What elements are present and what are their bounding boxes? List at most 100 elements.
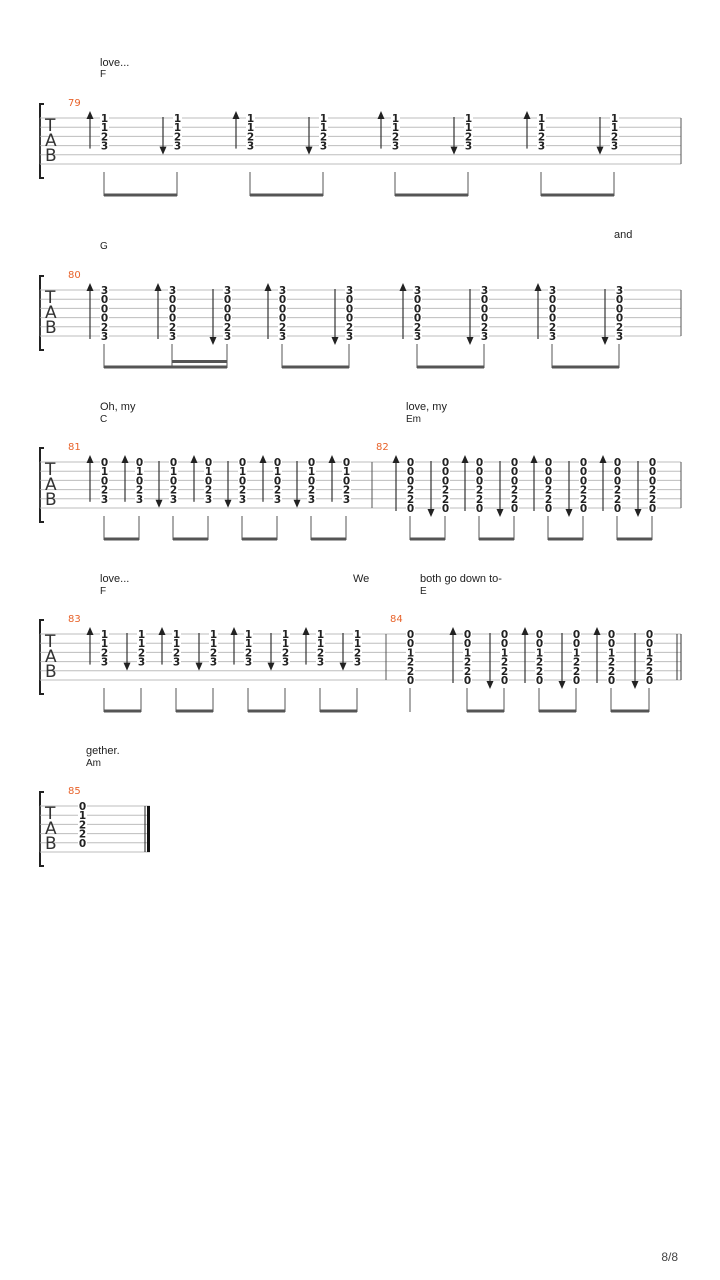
fret-bg xyxy=(273,493,282,504)
fret-number: 2 xyxy=(580,494,587,506)
fret-number: 3 xyxy=(317,657,324,669)
fret-bg xyxy=(345,321,354,332)
fret-number: 3 xyxy=(549,285,556,297)
strum-up-arrow xyxy=(399,283,407,291)
fret-number: 2 xyxy=(308,485,315,497)
fret-number: 1 xyxy=(101,113,108,125)
fret-number: 0 xyxy=(545,503,552,515)
fret-bg xyxy=(100,294,109,305)
fret-number: 2 xyxy=(476,494,483,506)
rhythm-beam xyxy=(552,365,619,369)
fret-number: 3 xyxy=(308,494,315,506)
fret-bg xyxy=(610,113,619,123)
fret-bg xyxy=(607,656,616,667)
fret-number: 1 xyxy=(274,466,281,478)
fret-number: 0 xyxy=(274,457,281,469)
fret-bg xyxy=(209,647,218,658)
fret-bg xyxy=(246,113,255,123)
fret-bg xyxy=(345,285,354,295)
fret-bg xyxy=(169,484,178,495)
fret-number: 0 xyxy=(481,303,488,315)
fret-bg xyxy=(273,466,282,477)
fret-bg xyxy=(413,294,422,305)
fret-number: 1 xyxy=(392,113,399,125)
lyric-80-and: and xyxy=(614,229,633,241)
fret-bg xyxy=(278,321,287,332)
fret-bg xyxy=(168,285,177,295)
strum-down-arrow xyxy=(496,509,504,517)
fret-bg xyxy=(648,457,657,467)
fret-number: 3 xyxy=(247,141,254,153)
fret-number: 3 xyxy=(224,331,231,343)
fret-bg xyxy=(172,647,181,658)
fret-bg xyxy=(319,122,328,133)
rhythm-beam xyxy=(395,193,468,197)
fret-number: 0 xyxy=(511,466,518,478)
fret-number: 0 xyxy=(205,457,212,469)
fret-bg xyxy=(548,321,557,332)
fret-number: 3 xyxy=(239,494,246,506)
fret-bg xyxy=(613,503,622,513)
fret-bg xyxy=(278,331,287,341)
strum-up-arrow xyxy=(264,283,272,291)
fret-bg xyxy=(406,484,415,495)
fret-bg xyxy=(615,321,624,332)
fret-bg xyxy=(168,331,177,341)
fret-bg xyxy=(413,312,422,323)
strum-up-arrow xyxy=(449,627,457,635)
lyric-83-we: We xyxy=(353,573,370,585)
fret-number: 0 xyxy=(536,629,543,641)
fret-bg xyxy=(238,466,247,477)
fret-bg xyxy=(278,312,287,323)
fret-number: 2 xyxy=(573,666,580,678)
fret-number: 0 xyxy=(536,638,543,650)
rhythm-beam xyxy=(417,365,484,369)
fret-bg xyxy=(281,647,290,658)
fret-bg xyxy=(535,629,544,639)
strum-up-arrow xyxy=(121,455,129,463)
strum-up-arrow xyxy=(530,455,538,463)
fret-number: 3 xyxy=(245,657,252,669)
fret-bg xyxy=(607,675,616,685)
fret-number: 1 xyxy=(608,647,615,659)
fret-number: 0 xyxy=(414,303,421,315)
fret-bg xyxy=(572,647,581,658)
fret-bg xyxy=(244,638,253,649)
strum-down-arrow xyxy=(558,681,566,689)
fret-number: 1 xyxy=(320,113,327,125)
fret-bg xyxy=(480,331,489,341)
fret-bg xyxy=(645,665,654,676)
fret-number: 3 xyxy=(169,285,176,297)
fret-number: 2 xyxy=(501,657,508,669)
fret-bg xyxy=(535,675,544,685)
fret-bg xyxy=(500,629,509,639)
fret-number: 3 xyxy=(173,657,180,669)
rhythm-beam xyxy=(282,365,349,369)
fret-bg xyxy=(319,140,328,151)
strum-down-arrow xyxy=(596,146,604,155)
fret-number: 0 xyxy=(545,466,552,478)
fret-number: 2 xyxy=(407,657,414,669)
fret-bg xyxy=(406,638,415,649)
fret-number: 0 xyxy=(614,475,621,487)
fret-number: 0 xyxy=(580,475,587,487)
fret-bg xyxy=(413,331,422,341)
fret-number: 3 xyxy=(346,331,353,343)
fret-bg xyxy=(544,457,553,467)
fret-bg xyxy=(278,294,287,305)
fret-bg xyxy=(645,656,654,667)
fret-number: 1 xyxy=(354,638,361,650)
strum-up-arrow xyxy=(593,627,601,635)
fret-number: 3 xyxy=(549,331,556,343)
fret-bg xyxy=(100,638,109,649)
fret-number: 0 xyxy=(481,294,488,306)
fret-bg xyxy=(391,140,400,151)
rhythm-beam-secondary xyxy=(172,360,227,363)
fret-number: 2 xyxy=(210,647,217,659)
fret-number: 3 xyxy=(481,285,488,297)
fret-number: 3 xyxy=(279,285,286,297)
fret-number: 3 xyxy=(538,141,545,153)
strum-down-arrow xyxy=(155,499,163,508)
fret-bg xyxy=(307,484,316,495)
chord-79: F xyxy=(100,69,107,80)
